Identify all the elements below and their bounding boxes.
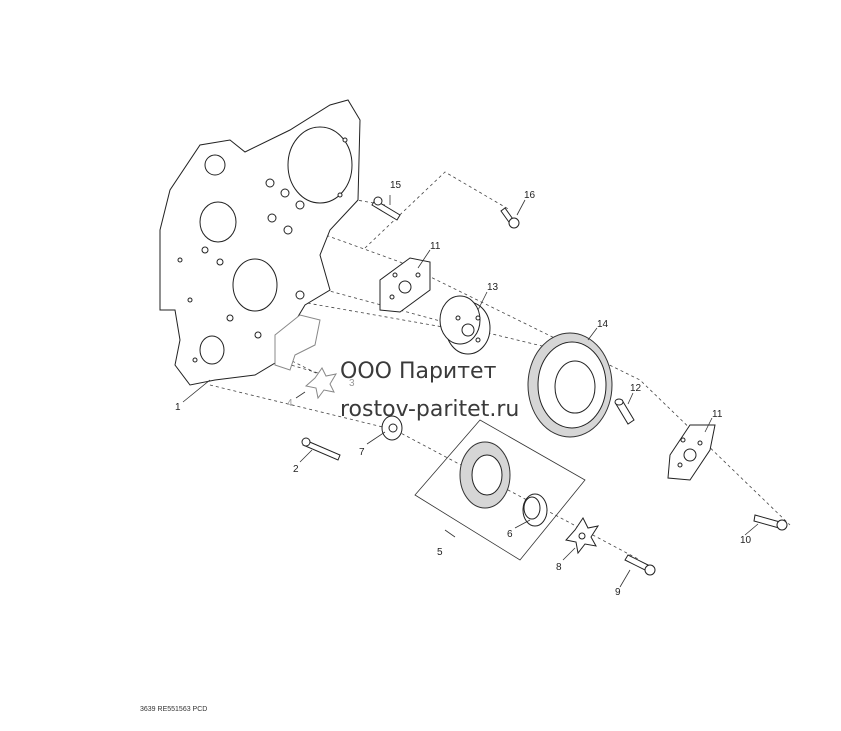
washer-7 — [381, 415, 403, 441]
thrust-plate-lower — [667, 424, 716, 481]
cap-screw-10 — [753, 514, 788, 531]
stud-2 — [301, 437, 341, 461]
leader-lines — [182, 195, 759, 588]
callout-2: 2 — [293, 464, 299, 475]
gear-hub — [439, 295, 491, 355]
callout-3: 3 — [349, 378, 355, 389]
callout-10: 10 — [740, 535, 752, 546]
callout-11-lower: 11 — [712, 409, 723, 420]
stud-15 — [371, 196, 401, 221]
star-washer-8 — [565, 517, 600, 555]
dowel-pin — [614, 398, 635, 425]
callout-5: 5 — [437, 547, 443, 558]
star-washer-4 — [304, 367, 338, 400]
gear-assembly-box — [414, 419, 586, 561]
timing-gear-housing-plate — [159, 99, 361, 386]
callout-1: 1 — [175, 402, 181, 413]
thrust-plate-upper — [379, 257, 431, 313]
callout-9: 9 — [615, 587, 621, 598]
watermark-url: rostov-paritet.ru — [340, 397, 519, 422]
callout-15: 15 — [390, 180, 402, 191]
watermark: ООО Паритет rostov-paritet.ru — [340, 359, 519, 422]
callout-8: 8 — [556, 562, 562, 573]
callout-7: 7 — [359, 447, 365, 458]
callout-13: 13 — [487, 282, 499, 293]
callout-16: 16 — [524, 190, 536, 201]
callout-4: 4 — [287, 398, 293, 409]
callout-12: 12 — [630, 383, 642, 394]
plate-gasket — [274, 314, 321, 371]
large-idler-gear — [527, 332, 613, 438]
cap-screw-16 — [500, 207, 520, 229]
watermark-company: ООО Паритет — [340, 359, 497, 384]
cap-screw-9 — [624, 554, 656, 576]
callout-14: 14 — [597, 319, 609, 330]
callout-6: 6 — [507, 529, 513, 540]
callout-labels: 1 2 3 4 5 6 7 8 9 10 11 11 12 13 14 15 1… — [175, 180, 752, 598]
drawing-reference: 3639 RE551563 PCD — [140, 706, 207, 713]
callout-11-upper: 11 — [430, 241, 441, 252]
